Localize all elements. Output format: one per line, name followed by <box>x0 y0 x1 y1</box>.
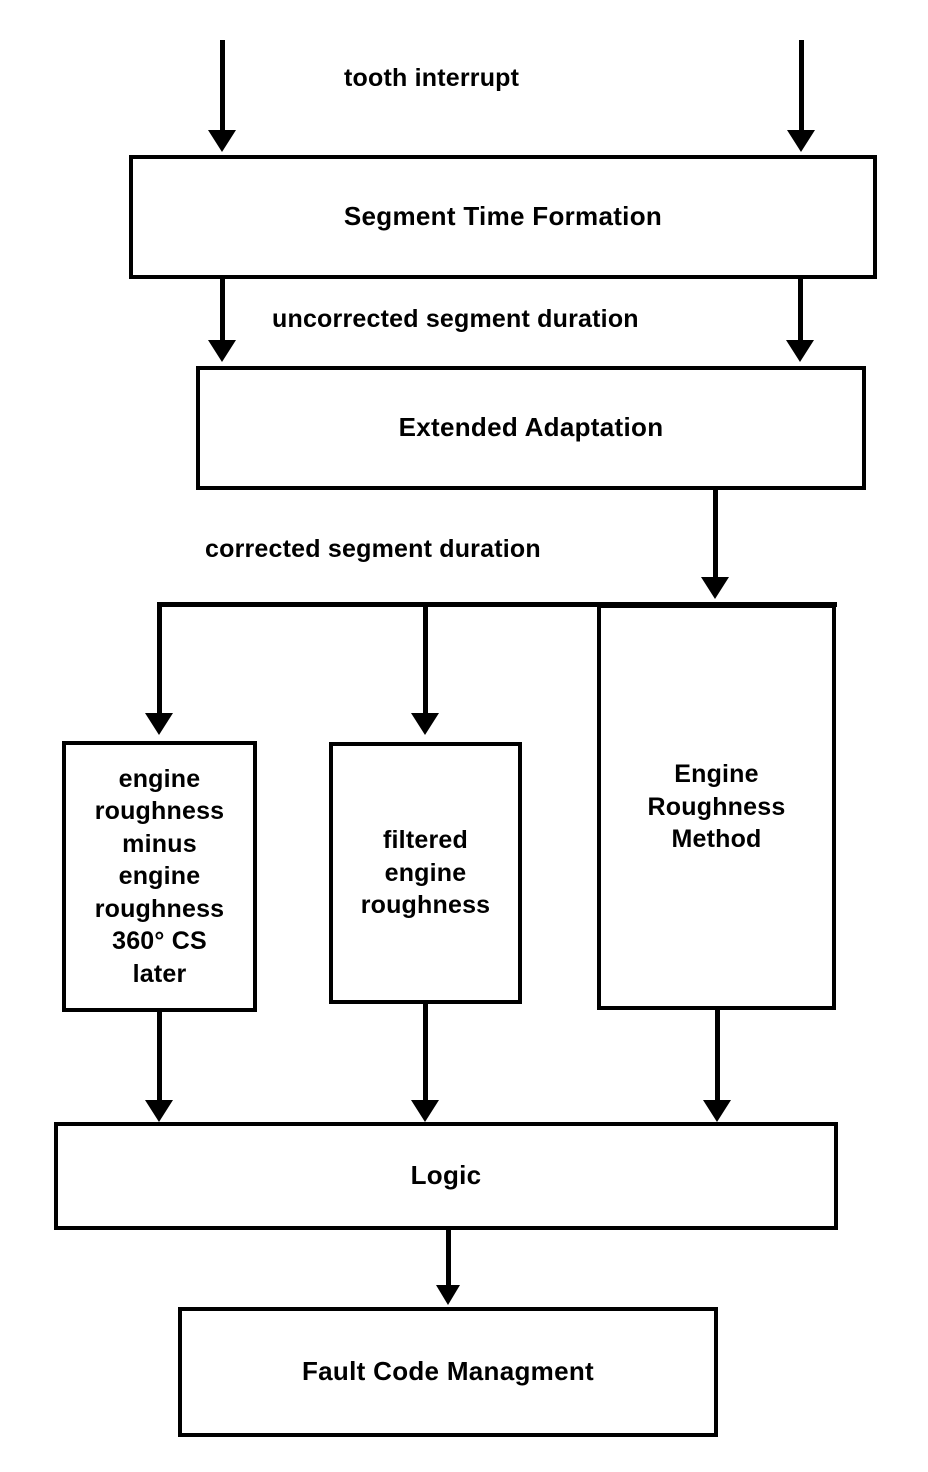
node-label-segment-time-formation: Segment Time Formation <box>343 201 663 232</box>
connector-uncorrected-left <box>220 279 225 341</box>
connector-tooth-interrupt-right <box>799 40 804 140</box>
node-engine-roughness-delta[interactable]: engine roughness minus engine roughness … <box>62 741 257 1012</box>
connector-logic-to-fault-code <box>446 1230 451 1290</box>
arrowhead-corrected-segment-duration <box>701 577 729 599</box>
node-label-logic: Logic <box>410 1160 482 1191</box>
node-label-fault-code-managment: Fault Code Managment <box>301 1356 594 1387</box>
distribution-bus-bar <box>157 602 837 607</box>
arrowhead-uncorrected-right <box>786 340 814 362</box>
node-label-extended-adaptation: Extended Adaptation <box>398 412 664 443</box>
connector-tooth-interrupt-left <box>220 40 225 140</box>
connector-branch-to-roughness-delta <box>157 602 162 714</box>
node-label-engine-roughness-method: Engine Roughness Method <box>647 760 786 854</box>
arrowhead-roughness-delta-to-logic <box>145 1100 173 1122</box>
connector-branch-to-filtered-roughness <box>423 602 428 714</box>
connector-uncorrected-right <box>798 279 803 341</box>
arrowhead-tooth-interrupt-right <box>787 130 815 152</box>
arrowhead-tooth-interrupt-left <box>208 130 236 152</box>
arrowhead-branch-to-filtered-roughness <box>411 713 439 735</box>
node-extended-adaptation[interactable]: Extended Adaptation <box>196 366 866 490</box>
node-fault-code-managment[interactable]: Fault Code Managment <box>178 1307 718 1437</box>
node-label-engine-roughness-delta: engine roughness minus engine roughness … <box>94 764 225 988</box>
arrowhead-roughness-method-to-logic <box>703 1100 731 1122</box>
node-filtered-engine-roughness[interactable]: filtered engine roughness <box>329 742 522 1004</box>
connector-corrected-segment-duration <box>713 490 718 578</box>
node-label-filtered-engine-roughness: filtered engine roughness <box>360 826 491 920</box>
edge-label-corrected-segment-duration: corrected segment duration <box>205 535 541 563</box>
edge-label-tooth-interrupt: tooth interrupt <box>344 64 520 92</box>
connector-roughness-delta-to-logic <box>157 1012 162 1102</box>
edge-label-uncorrected-segment-duration: uncorrected segment duration <box>272 305 639 333</box>
node-engine-roughness-method[interactable]: Engine Roughness Method <box>597 604 836 1010</box>
connector-roughness-method-to-logic <box>715 1010 720 1102</box>
arrowhead-uncorrected-left <box>208 340 236 362</box>
node-logic[interactable]: Logic <box>54 1122 838 1230</box>
node-segment-time-formation[interactable]: Segment Time Formation <box>129 155 877 279</box>
arrowhead-logic-to-fault-code <box>436 1285 460 1305</box>
arrowhead-filtered-roughness-to-logic <box>411 1100 439 1122</box>
arrowhead-branch-to-roughness-delta <box>145 713 173 735</box>
connector-filtered-roughness-to-logic <box>423 1004 428 1102</box>
